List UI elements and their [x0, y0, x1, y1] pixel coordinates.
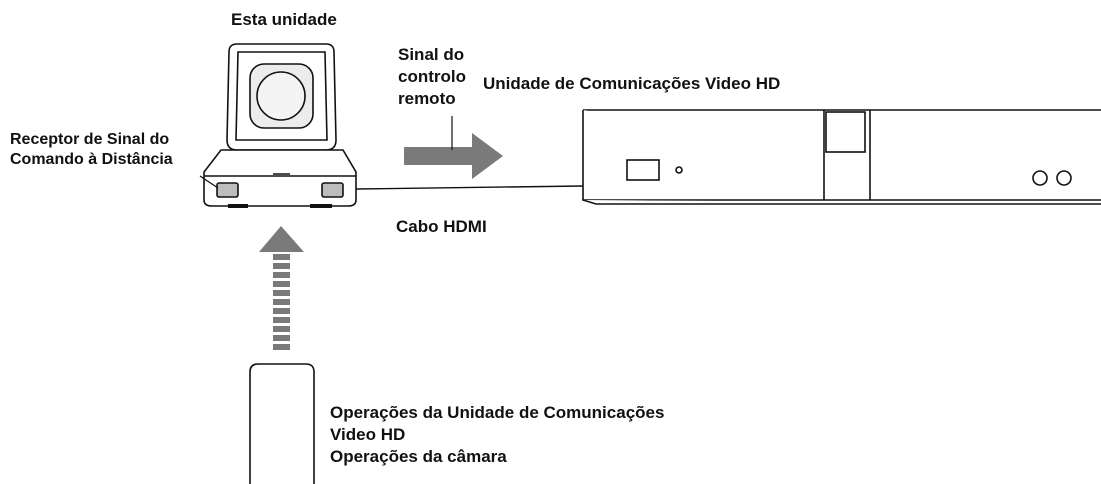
signal-label-line1: Sinal do — [398, 45, 465, 64]
signal-label-line3: remoto — [398, 89, 456, 108]
hdmi-cable — [355, 185, 584, 190]
camera-title: Esta unidade — [231, 10, 337, 29]
remote-control — [249, 363, 315, 484]
operations-line2: Video HD — [330, 425, 406, 444]
remote-signal-arrow — [259, 226, 304, 350]
receiver-pointer — [199, 175, 219, 189]
hd-unit-title: Unidade de Comunicações Video HD — [483, 74, 781, 93]
hd-communication-unit — [582, 109, 1101, 205]
signal-label-line2: controlo — [398, 67, 466, 86]
signal-arrow — [404, 133, 503, 179]
receiver-label-line2: Comando à Distância — [10, 151, 173, 168]
cable-label: Cabo HDMI — [396, 217, 487, 236]
operations-line1: Operações da Unidade de Comunicações — [330, 403, 665, 422]
operations-line3: Operações da câmara — [330, 447, 507, 466]
camera-unit — [203, 43, 357, 208]
receiver-label-line1: Receptor de Sinal do — [10, 131, 170, 148]
